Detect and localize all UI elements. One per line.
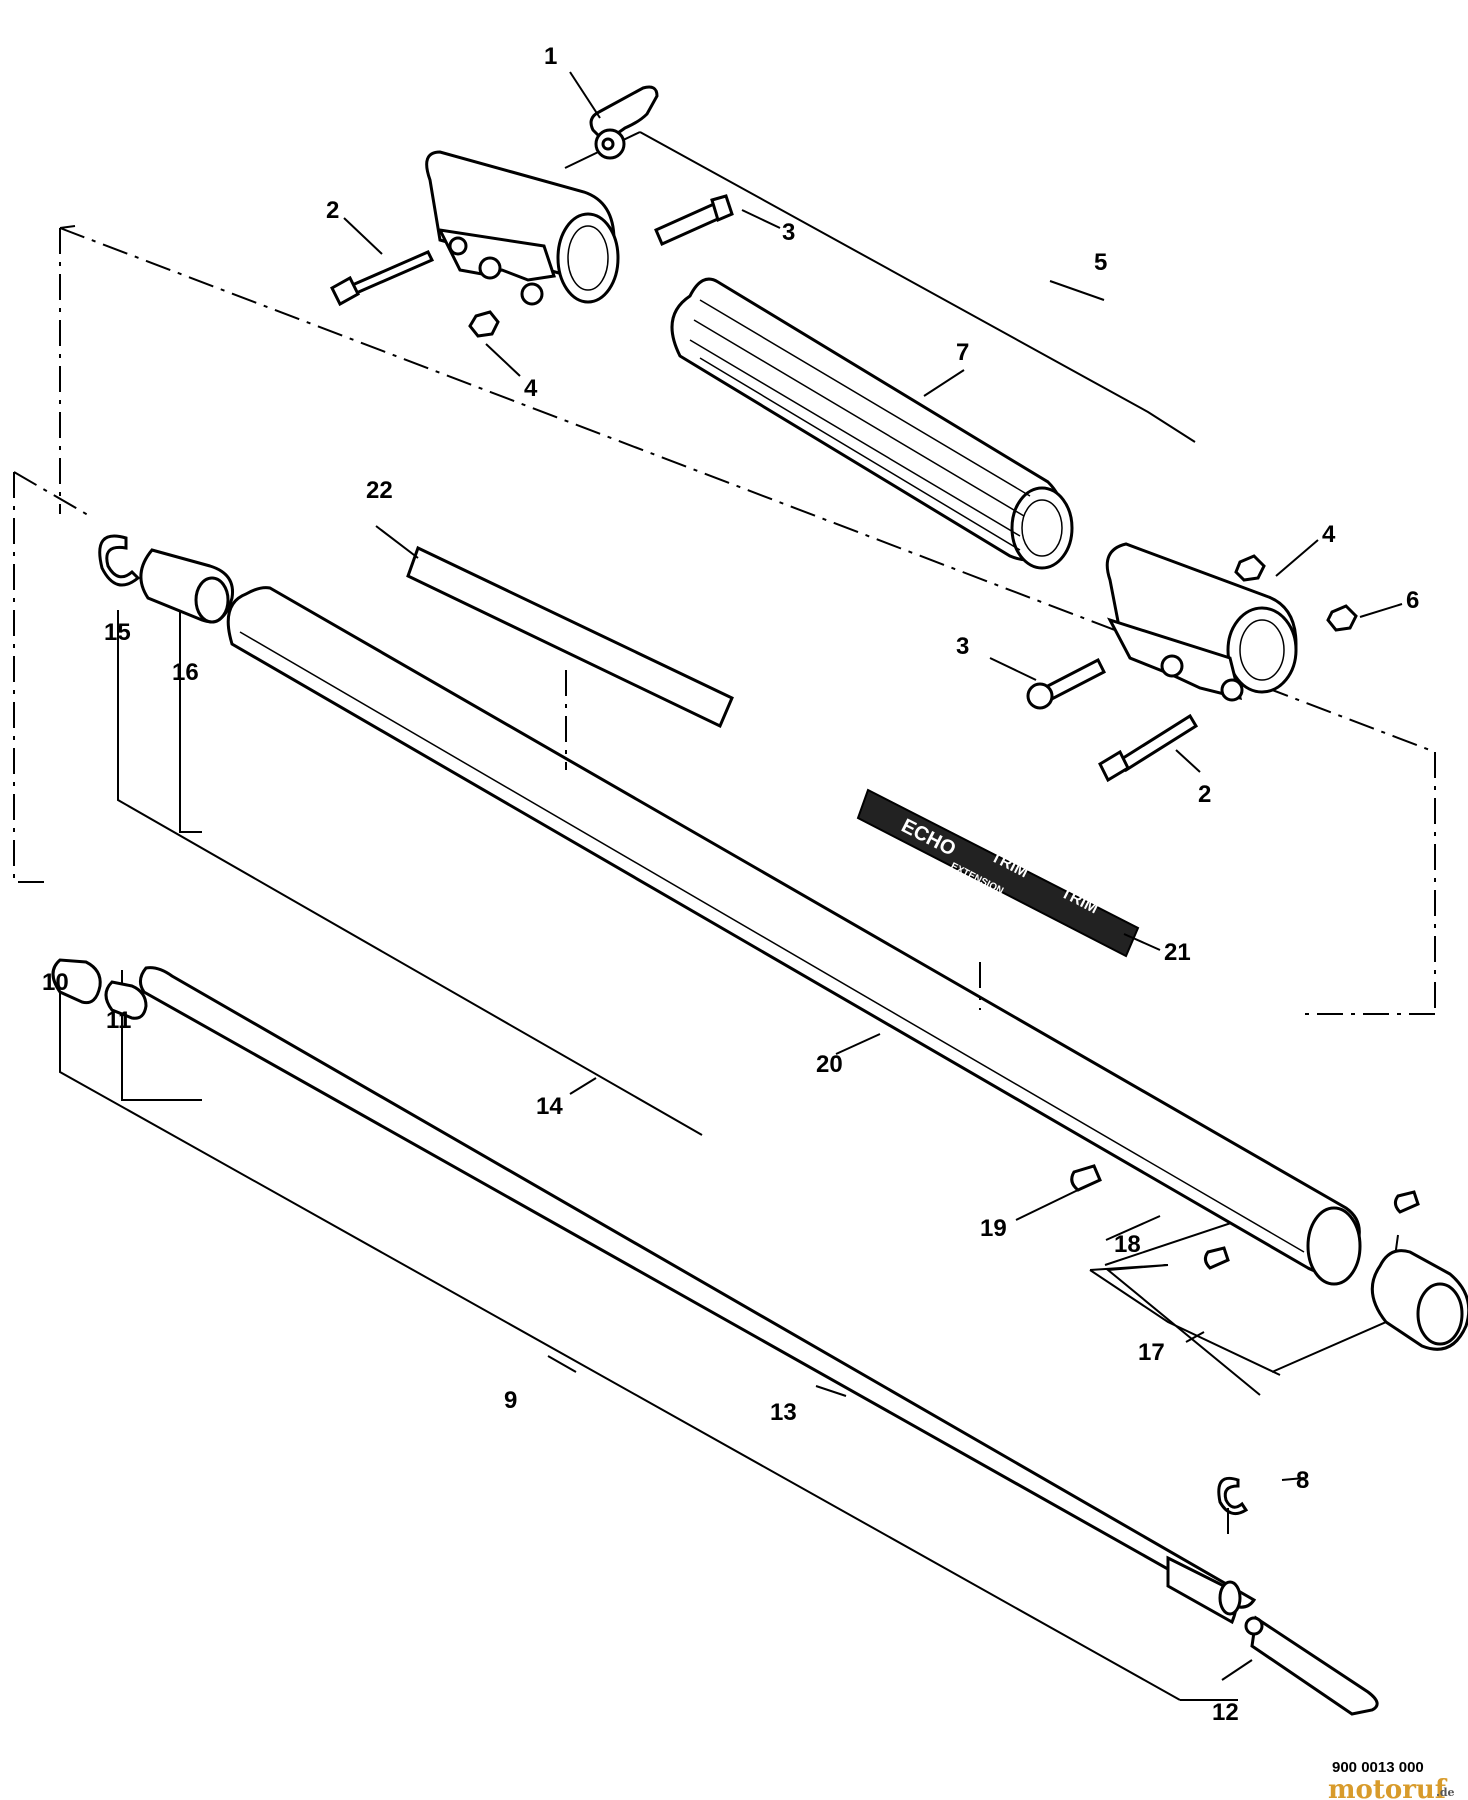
part-label: 14 <box>536 1093 563 1120</box>
watermark: motoruf <box>1328 1775 1448 1800</box>
part-label: 3 <box>782 219 795 246</box>
part-label: 16 <box>172 659 199 686</box>
part-label: 4 <box>1322 521 1336 548</box>
main-shaft-tube <box>226 586 1362 1286</box>
bolt-lower-b <box>1098 713 1199 783</box>
screw-c <box>1393 1190 1420 1214</box>
part-label: 12 <box>1212 1699 1239 1726</box>
part-labels: 1 2 3 4 5 7 22 4 6 3 2 15 16 21 10 11 20… <box>42 43 1419 1726</box>
lower-clamp <box>1105 542 1298 702</box>
bearing-small <box>104 980 148 1020</box>
square-shaft <box>1244 1615 1379 1716</box>
watermark-suffix: .de <box>1436 1786 1455 1799</box>
part-label: 5 <box>1094 249 1107 276</box>
grip-tube <box>670 277 1074 570</box>
part-label: 20 <box>816 1051 843 1078</box>
wing-knob <box>589 85 659 160</box>
echo-decal: ECHO TRIM TRIM EXTENSION <box>856 788 1140 958</box>
part-label: 8 <box>1296 1467 1309 1494</box>
nut-lower-b <box>1326 604 1358 632</box>
part-label: 9 <box>504 1387 517 1414</box>
part-label: 4 <box>524 375 538 402</box>
retaining-ring-lower <box>1217 1476 1249 1516</box>
upper-clamp <box>425 150 620 306</box>
part-label: 22 <box>366 477 393 504</box>
pin-collar <box>51 958 102 1005</box>
nut-lower-a <box>1234 554 1266 582</box>
part-label: 6 <box>1406 587 1419 614</box>
bolt-upper-right <box>654 194 734 246</box>
part-label: 15 <box>104 619 131 646</box>
bolt-lower-a <box>1026 657 1107 710</box>
drive-shaft <box>139 966 1257 1625</box>
part-label: 18 <box>1114 1231 1141 1258</box>
drawing-number: 900 0013 000 <box>1332 1759 1424 1776</box>
part-label: 1 <box>544 43 557 70</box>
part-label: 21 <box>1164 939 1191 966</box>
part-label: 2 <box>1198 781 1211 808</box>
part-label: 2 <box>326 197 339 224</box>
leader-lines <box>343 71 1403 1681</box>
part-label: 13 <box>770 1399 797 1426</box>
part-label: 7 <box>956 339 969 366</box>
part-label: 11 <box>106 1007 131 1034</box>
bolt-upper-left <box>330 250 435 307</box>
part-label: 19 <box>980 1215 1007 1242</box>
retaining-ring-upper <box>98 534 141 587</box>
screw-b <box>1203 1246 1230 1270</box>
coupler-nut <box>1370 1249 1468 1351</box>
part-label: 10 <box>42 969 69 996</box>
nut-upper <box>468 310 500 338</box>
screw-a <box>1070 1164 1102 1192</box>
bushing <box>139 548 235 624</box>
part-label: 3 <box>956 633 969 660</box>
part-label: 17 <box>1138 1339 1165 1366</box>
warning-decal <box>406 545 734 729</box>
